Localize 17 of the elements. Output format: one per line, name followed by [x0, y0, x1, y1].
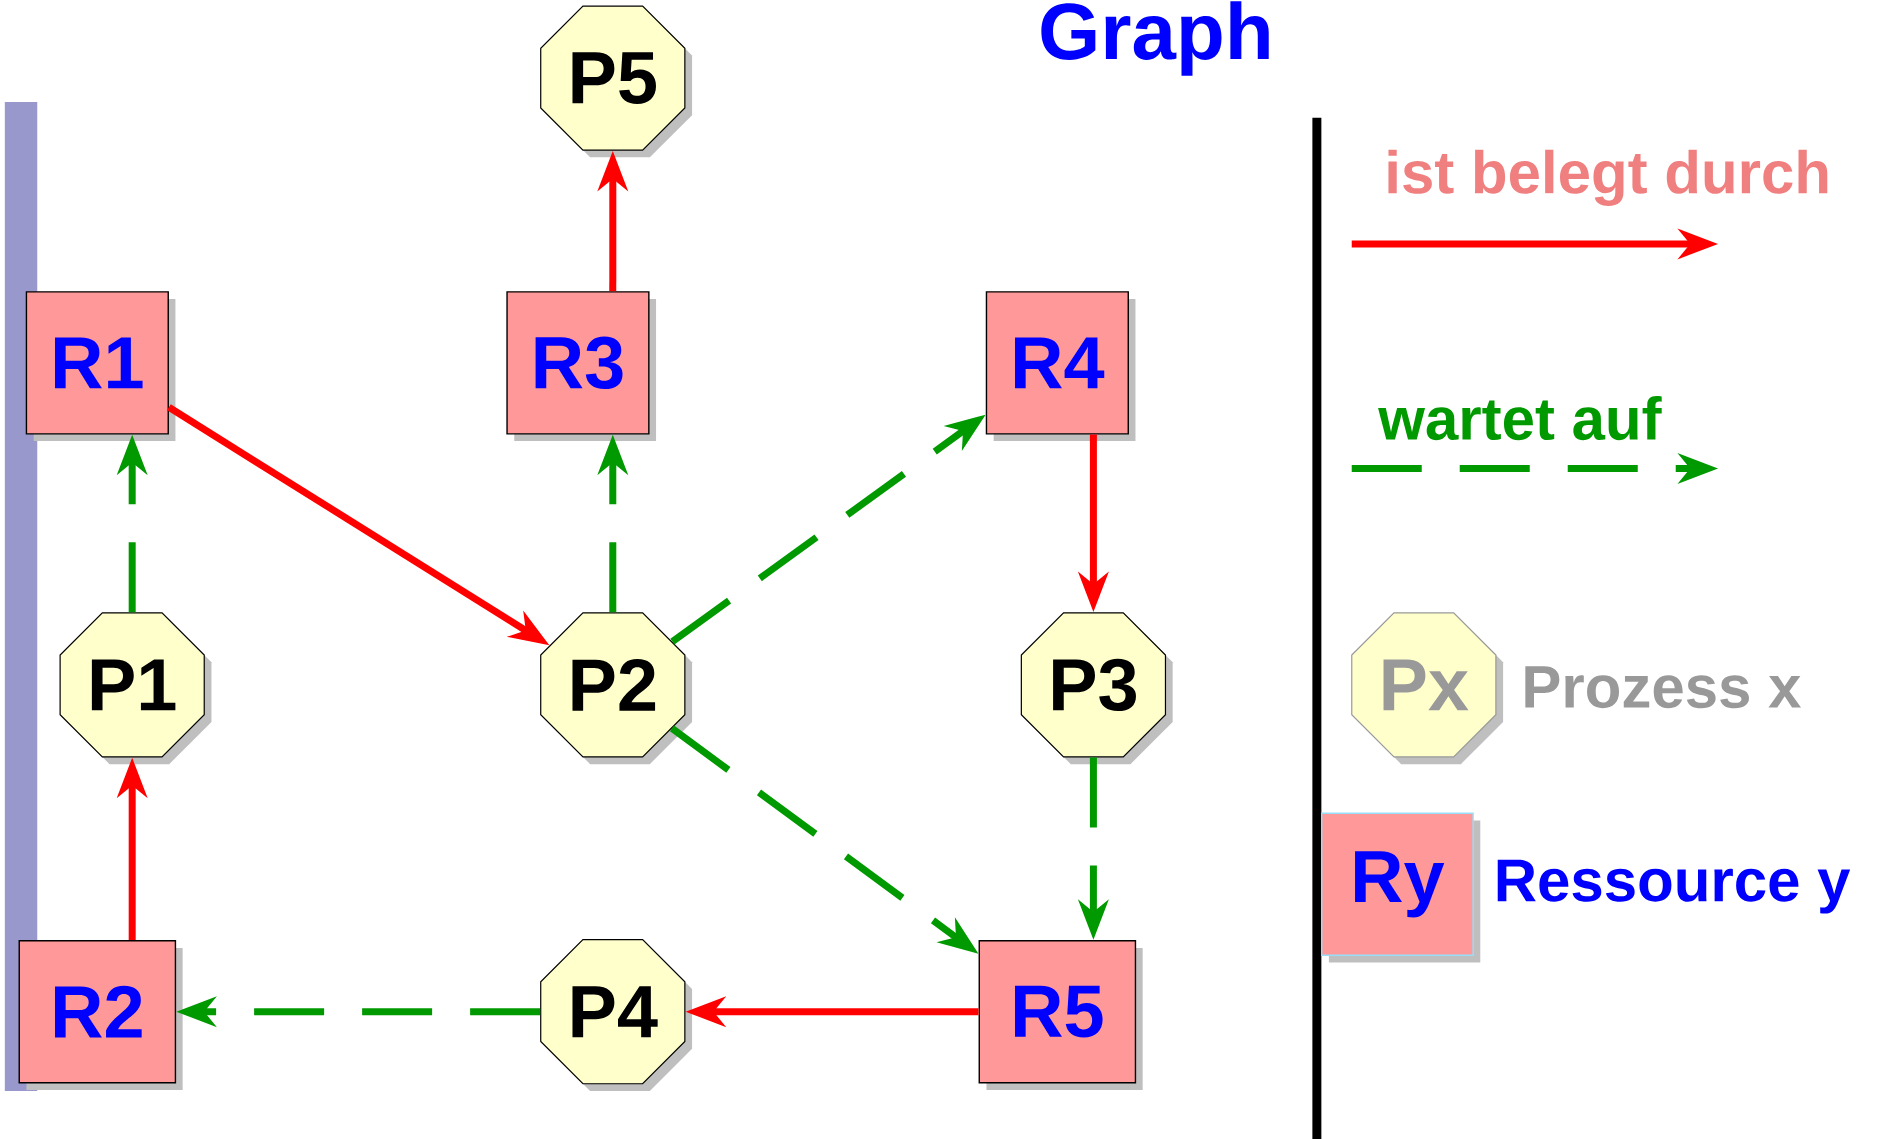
- title: Graph: [1041, 1, 1269, 76]
- process-octagon: P5: [540, 5, 693, 158]
- legend-text: ist belegt durch: [1388, 149, 1828, 206]
- resource-box: R1: [25, 291, 176, 442]
- legend-text: Prozess x: [1525, 666, 1801, 709]
- process-octagon: P2: [540, 612, 693, 765]
- legend-text: Ressource y: [1497, 859, 1851, 914]
- resource-box: Ry: [1321, 812, 1481, 963]
- process-octagon: Px: [1351, 612, 1504, 765]
- resource-box: R5: [978, 939, 1143, 1090]
- legend-text: wartet auf: [1378, 396, 1662, 441]
- resource-box: R4: [985, 291, 1136, 442]
- process-octagon: P3: [1020, 612, 1173, 765]
- process-octagon: P4: [540, 939, 693, 1091]
- resource-box: R2: [18, 939, 183, 1090]
- resource-box: R3: [506, 291, 657, 442]
- process-octagon: P1: [59, 612, 212, 765]
